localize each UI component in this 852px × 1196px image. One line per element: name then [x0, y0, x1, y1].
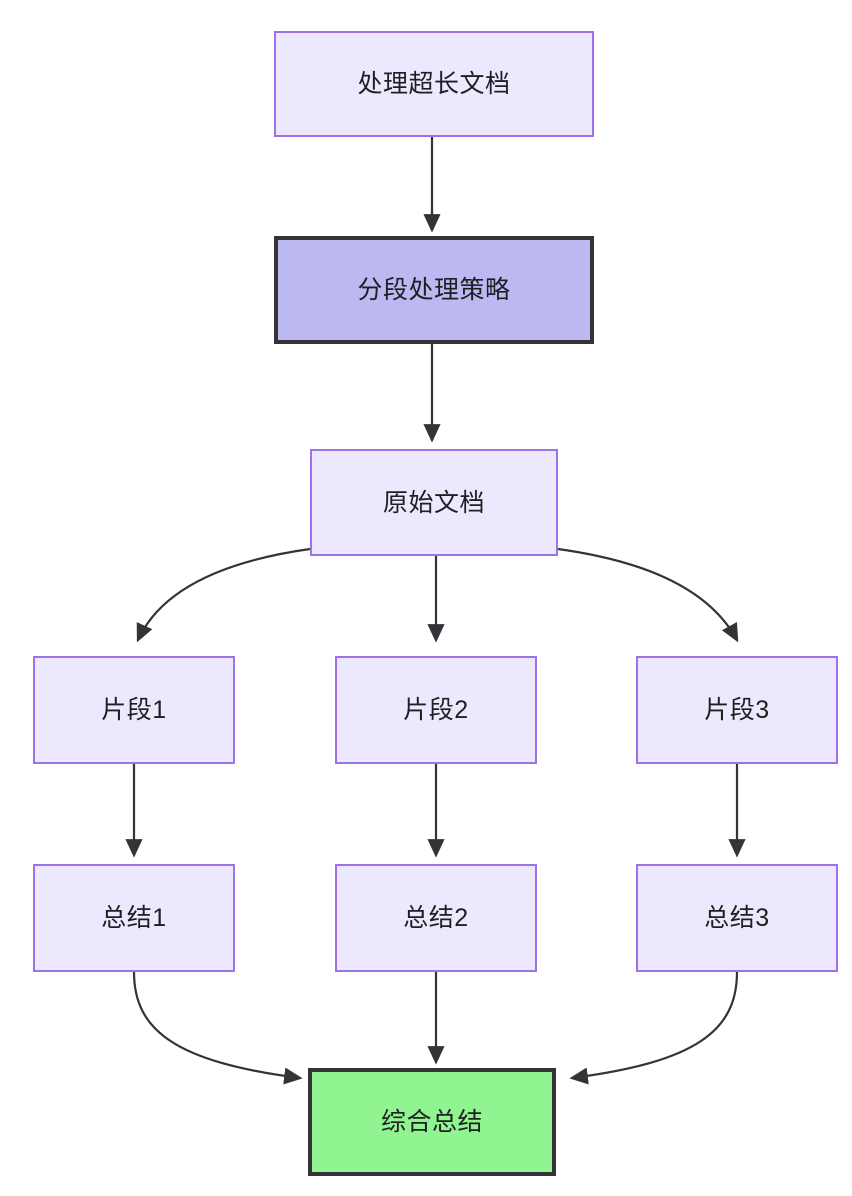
- node-fragment-3[interactable]: 片段3: [636, 656, 838, 764]
- node-fragment-2[interactable]: 片段2: [335, 656, 537, 764]
- node-long-doc-label: 处理超长文档: [357, 70, 511, 98]
- node-source-doc-label: 原始文档: [382, 488, 485, 517]
- node-long-doc[interactable]: 处理超长文档: [274, 31, 594, 137]
- node-summary-3[interactable]: 总结3: [636, 864, 838, 972]
- node-fragment-3-label: 片段3: [704, 696, 770, 724]
- node-fragment-1-label: 片段1: [101, 696, 167, 724]
- edge-summary-3-to-final-summary: [569, 971, 739, 1085]
- node-chunk-strategy-label: 分段处理策略: [357, 276, 511, 304]
- edge-source-doc-to-fragment-3: [557, 547, 739, 643]
- node-summary-1-label: 总结1: [101, 904, 167, 932]
- node-summary-2[interactable]: 总结2: [335, 864, 537, 972]
- node-fragment-2-label: 片段2: [403, 696, 469, 724]
- edge-summary-1-to-final-summary: [132, 971, 303, 1085]
- node-source-doc[interactable]: 原始文档: [310, 449, 558, 556]
- node-final-summary[interactable]: 综合总结: [308, 1068, 556, 1176]
- edge-source-doc-to-fragment-1: [136, 547, 311, 643]
- node-summary-3-label: 总结3: [704, 904, 770, 932]
- node-chunk-strategy[interactable]: 分段处理策略: [274, 236, 594, 344]
- node-fragment-1[interactable]: 片段1: [33, 656, 235, 764]
- node-final-summary-label: 综合总结: [380, 1108, 483, 1136]
- node-summary-2-label: 总结2: [403, 904, 469, 932]
- node-summary-1[interactable]: 总结1: [33, 864, 235, 972]
